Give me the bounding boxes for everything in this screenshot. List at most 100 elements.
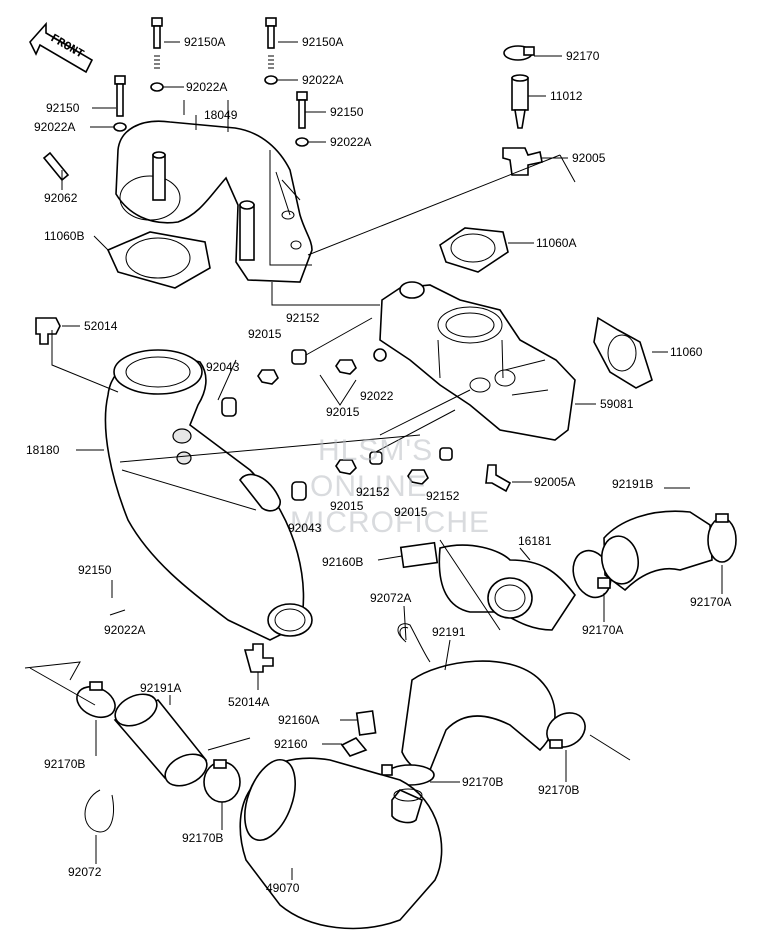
callout-11060a: 11060A (536, 236, 576, 250)
gasket-11060b-icon (106, 231, 211, 289)
callout-92191: 92191 (432, 625, 466, 639)
sticker-92160b-icon (399, 541, 439, 569)
callout-92015-c: 92015 (330, 499, 364, 513)
watermark-line-3: MICROFICHE (290, 506, 490, 539)
callout-92150: 92150 (46, 101, 80, 115)
silencer-49070-icon (239, 757, 443, 930)
clamp-92170a-b-icon (707, 513, 737, 563)
callout-92072: 92072 (68, 865, 102, 879)
collar-92152-icon (291, 349, 307, 365)
callout-92022a: 92022A (186, 80, 227, 94)
spacer-92043b-icon (291, 481, 307, 501)
washer-92022a-right-icon (264, 75, 278, 85)
callout-52014a: 52014A (228, 695, 269, 709)
callout-18049: 18049 (204, 108, 238, 122)
callout-92170a-b: 92170A (582, 623, 623, 637)
expansion-chamber-18180-icon (104, 349, 313, 673)
hose-92191a-icon (113, 693, 208, 787)
bolt-92150a-right-icon (265, 17, 277, 69)
callout-92015: 92015 (248, 327, 282, 341)
sticker-92160a-icon (355, 710, 377, 736)
spacer-92043-icon (221, 397, 237, 417)
clamp-92170-icon (503, 45, 535, 61)
callout-59081: 59081 (600, 397, 634, 411)
callout-92170b-b: 92170B (462, 775, 503, 789)
callout-92022a-e: 92022A (104, 623, 145, 637)
callout-92062: 92062 (44, 191, 78, 205)
callout-92022a-c: 92022A (34, 120, 75, 134)
callout-52014: 52014 (84, 319, 118, 333)
band-92072-icon (84, 789, 114, 833)
exhaust-manifold-icon (115, 120, 313, 283)
watermark-line-1: HLSM'S (318, 434, 433, 467)
collar-92152b-icon (369, 451, 383, 465)
callout-49070: 49070 (266, 881, 300, 895)
callout-92170b: 92170B (44, 757, 85, 771)
hose-92191-icon (401, 660, 556, 772)
washer-92022a-c-icon (113, 122, 127, 132)
callout-11060b: 11060B (44, 229, 84, 243)
watermark-line-2: ONLINE (310, 470, 428, 503)
callout-92191b: 92191B (612, 477, 653, 491)
exhaust-chamber-59081-icon (379, 281, 576, 441)
clamp-92170b-left-icon (76, 681, 116, 719)
callout-92160: 92160 (274, 737, 308, 751)
nut-92015d-icon (407, 469, 429, 485)
callout-11012: 11012 (550, 89, 583, 103)
washer-92022a-d-icon (295, 137, 309, 147)
nut-92015-icon (257, 369, 279, 385)
callout-92170a: 92170A (690, 595, 731, 609)
sticker-92160-icon (340, 737, 368, 757)
callout-16181: 16181 (518, 534, 552, 548)
callout-92043-b: 92043 (288, 521, 322, 535)
callout-92152: 92152 (286, 311, 320, 325)
nut-92015b-icon (335, 359, 357, 375)
callout-92170: 92170 (566, 49, 600, 63)
hose-92191b-icon (600, 510, 713, 592)
callout-92015-b: 92015 (326, 405, 360, 419)
bolt-92150-right-icon (296, 91, 308, 129)
callout-92072a: 92072A (370, 591, 411, 605)
callout-92150a: 92150A (184, 35, 225, 49)
callout-92152-c: 92152 (426, 489, 460, 503)
callout-92005: 92005 (572, 151, 606, 165)
callout-18180: 18180 (26, 443, 60, 457)
nut-92015c-icon (335, 459, 357, 475)
gasket-11060-icon (593, 316, 653, 389)
band-92072a-icon (397, 623, 431, 663)
callout-92022a-d: 92022A (330, 135, 371, 149)
washer-92022-icon (373, 348, 387, 362)
clamp-92170b-right-icon (546, 712, 586, 749)
bolt-92150-left-icon (114, 75, 126, 117)
callout-92150a-b: 92150A (302, 35, 343, 49)
front-arrow-icon: FRONT (29, 21, 94, 74)
stud-92062-icon (42, 151, 70, 182)
plug-11012-icon (511, 74, 529, 129)
pipe-16181-icon (438, 544, 576, 631)
callout-92191a: 92191A (140, 681, 181, 695)
callout-92015-d: 92015 (394, 505, 428, 519)
clamp-92170b-lower-icon (203, 759, 241, 803)
fitting-92005a-icon (485, 464, 512, 493)
gasket-11060a-icon (439, 227, 509, 273)
callout-92152-b: 92152 (356, 485, 390, 499)
washer-92022a-left-icon (150, 82, 164, 92)
callout-92160b: 92160B (322, 555, 363, 569)
collar-92152c-icon (439, 447, 453, 461)
bolt-92150a-left-icon (151, 17, 163, 69)
callout-11060: 11060 (670, 345, 703, 359)
leader-lines (61, 41, 723, 880)
callout-92170b-c: 92170B (538, 783, 579, 797)
callout-92043: 92043 (206, 360, 240, 374)
callout-92160a: 92160A (278, 713, 319, 727)
callout-92150-b: 92150 (330, 105, 364, 119)
fitting-52014-icon (35, 317, 61, 345)
callout-92022a-b: 92022A (302, 73, 343, 87)
callout-92170b-d: 92170B (182, 831, 223, 845)
callout-92005a: 92005A (534, 475, 575, 489)
callout-92150-c: 92150 (78, 563, 112, 577)
fitting-92005-icon (502, 147, 543, 176)
callout-labels: 92150A 92150A 92170 92022A 92022A 11012 … (26, 35, 731, 895)
callout-92022: 92022 (360, 389, 394, 403)
